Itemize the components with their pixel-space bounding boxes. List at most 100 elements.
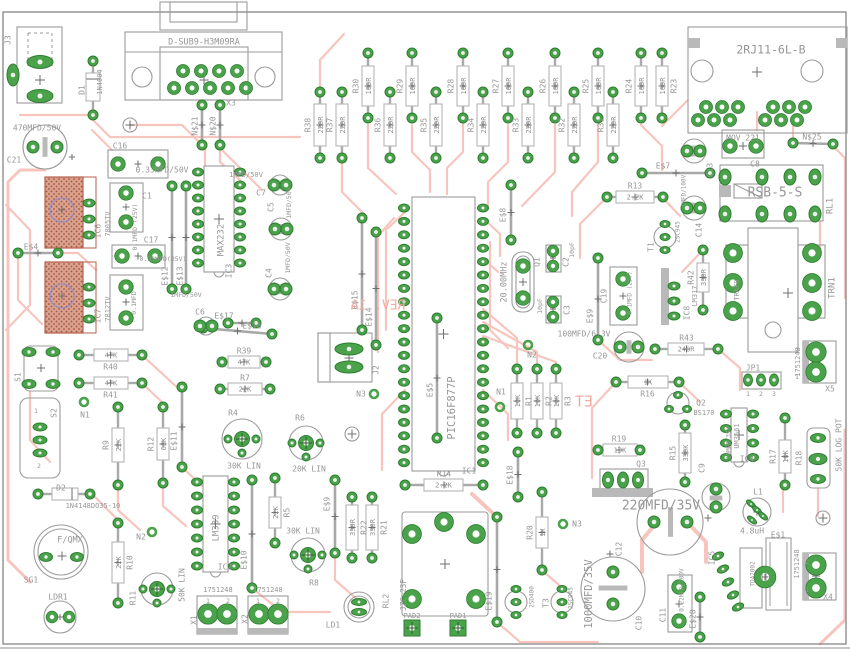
pad[interactable] [398, 216, 410, 226]
ring-pad[interactable] [707, 113, 721, 127]
pad[interactable] [356, 212, 368, 224]
pad[interactable] [693, 144, 707, 158]
pad[interactable] [166, 584, 176, 594]
ring-pad[interactable] [185, 81, 199, 95]
pad[interactable] [711, 550, 725, 561]
pad[interactable] [269, 537, 281, 549]
pad[interactable] [334, 360, 364, 374]
ring-pad[interactable] [766, 100, 780, 114]
ring-pad[interactable] [691, 113, 705, 127]
pad[interactable] [260, 356, 272, 368]
component-R5[interactable] [268, 472, 282, 549]
pad[interactable] [747, 453, 759, 462]
pad[interactable] [191, 491, 203, 501]
pad[interactable] [398, 310, 410, 320]
component-R33[interactable] [521, 86, 535, 164]
component-R23[interactable] [655, 47, 669, 124]
pad[interactable] [522, 86, 534, 98]
pad[interactable] [457, 112, 469, 124]
component-D1[interactable] [85, 55, 101, 121]
pad[interactable] [32, 448, 48, 458]
pad[interactable] [755, 168, 769, 186]
component-R38[interactable] [313, 86, 327, 164]
pad[interactable] [112, 597, 124, 609]
pad[interactable] [649, 343, 661, 355]
pad[interactable] [366, 491, 378, 503]
jumper-E$17[interactable] [222, 317, 262, 329]
component-IC3[interactable] [192, 165, 246, 278]
pad[interactable] [631, 340, 645, 354]
pad[interactable] [279, 178, 293, 192]
pad[interactable] [267, 178, 281, 192]
ring-pad[interactable] [722, 138, 738, 154]
pad[interactable] [647, 515, 661, 529]
pad[interactable] [191, 477, 203, 487]
pad[interactable] [477, 324, 489, 334]
component-C12[interactable] [636, 488, 704, 556]
pad[interactable] [511, 363, 523, 375]
pad[interactable] [607, 86, 619, 98]
pad[interactable] [398, 431, 410, 441]
component-R25[interactable] [591, 47, 605, 124]
ring-pad[interactable] [267, 603, 289, 625]
pad[interactable] [268, 222, 282, 236]
pad[interactable] [502, 47, 514, 59]
pad[interactable] [192, 232, 204, 242]
pad[interactable] [228, 561, 240, 571]
pad[interactable] [193, 319, 207, 333]
pad[interactable] [491, 511, 503, 523]
pad[interactable] [180, 283, 192, 295]
pad[interactable] [477, 216, 489, 226]
pad[interactable] [747, 409, 759, 419]
pad[interactable] [477, 243, 489, 253]
pad[interactable] [510, 585, 522, 593]
component-R9[interactable] [111, 401, 125, 491]
jumper-E$4[interactable] [12, 247, 64, 259]
component-C21[interactable] [22, 124, 68, 170]
pad[interactable] [228, 533, 240, 543]
pad[interactable] [694, 631, 706, 643]
pad[interactable] [827, 138, 839, 150]
pad[interactable] [657, 191, 669, 203]
pad[interactable] [779, 412, 791, 424]
pad[interactable] [549, 112, 561, 124]
pad[interactable] [234, 193, 246, 203]
pad[interactable] [659, 246, 671, 254]
pad[interactable] [317, 550, 327, 560]
pad[interactable] [716, 563, 730, 574]
ring-pad[interactable] [546, 295, 560, 309]
pad[interactable] [152, 598, 162, 608]
pad[interactable] [398, 257, 410, 267]
pad[interactable] [697, 304, 709, 316]
pad[interactable] [477, 458, 489, 468]
pad[interactable] [512, 491, 524, 503]
pad[interactable] [334, 342, 364, 356]
jumper-E$10[interactable] [246, 474, 258, 594]
jumper-E$12[interactable] [166, 180, 178, 295]
pad[interactable] [694, 591, 706, 603]
pad[interactable] [84, 488, 96, 500]
pad[interactable] [87, 55, 99, 67]
pad[interactable] [457, 47, 469, 59]
ring-pad[interactable] [212, 64, 226, 78]
pad[interactable] [477, 444, 489, 454]
component-R16[interactable] [610, 375, 685, 389]
component-C13[interactable] [680, 138, 707, 164]
pad[interactable] [82, 282, 96, 292]
pad[interactable] [398, 270, 410, 280]
jumper-E$19[interactable] [491, 511, 503, 628]
pad[interactable] [192, 167, 204, 177]
component-R39[interactable] [216, 355, 272, 369]
pad[interactable] [592, 112, 604, 124]
pad[interactable] [351, 608, 367, 616]
pad[interactable] [191, 561, 203, 571]
pad[interactable] [329, 474, 341, 486]
component-R36[interactable] [383, 86, 397, 164]
component-R19[interactable] [592, 443, 646, 457]
component-R30[interactable] [361, 47, 375, 124]
pad[interactable] [810, 474, 826, 484]
pad[interactable] [192, 206, 204, 216]
pad[interactable] [176, 461, 188, 473]
pad[interactable] [356, 324, 368, 336]
